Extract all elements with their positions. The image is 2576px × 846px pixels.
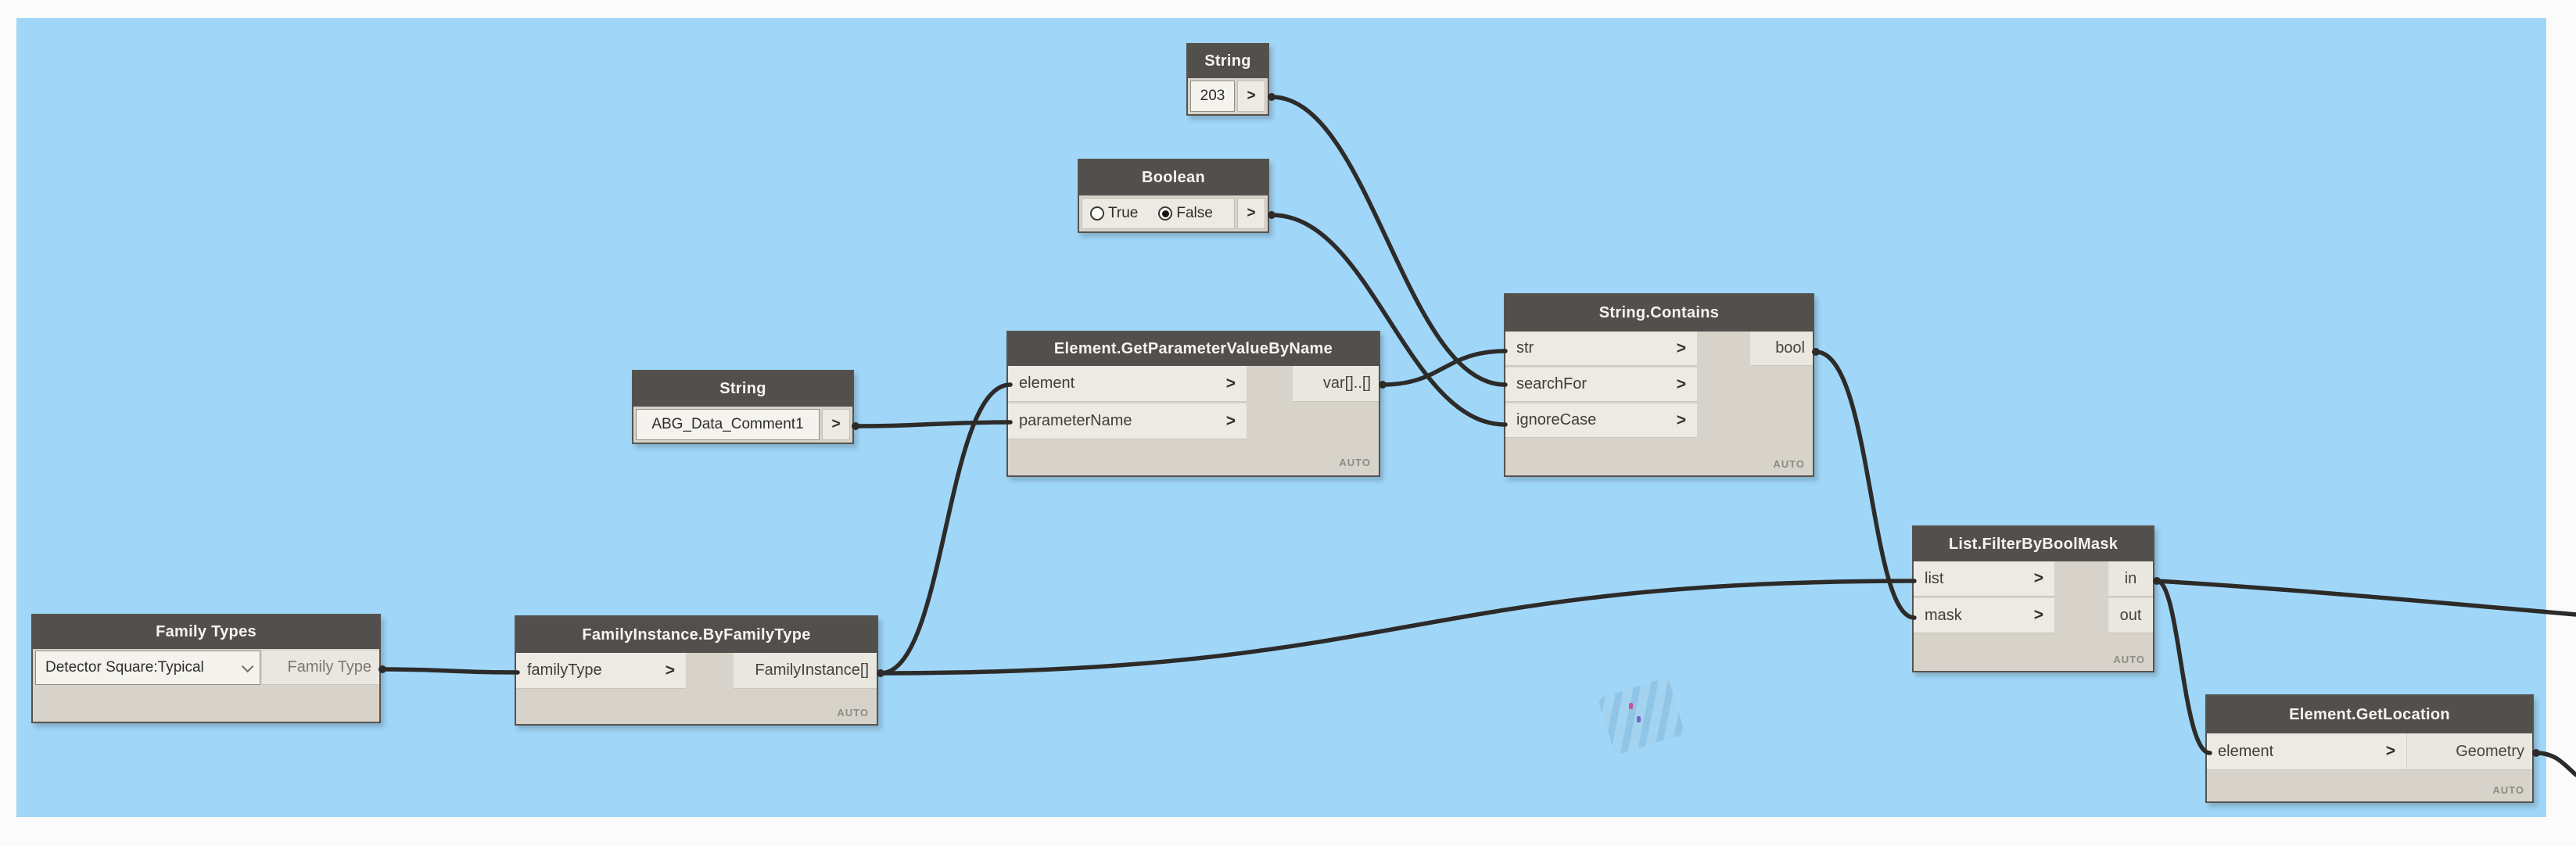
input-label: element xyxy=(2218,742,2274,760)
input-port-parameterName[interactable]: parameterName > xyxy=(1008,403,1247,439)
lacing-indicator: AUTO xyxy=(837,707,869,719)
radio-false[interactable]: False xyxy=(1158,205,1213,222)
output-port-geometry[interactable]: Geometry xyxy=(2407,733,2532,770)
output-label: FamilyInstance[] xyxy=(755,661,869,679)
output-label: var[]..[] xyxy=(1322,375,1371,392)
radio-true-circle-icon[interactable] xyxy=(1090,206,1104,220)
output-port-family-type[interactable]: Family Type xyxy=(262,651,379,685)
input-port-list[interactable]: list > xyxy=(1914,561,2054,597)
node-familyinstance-byfamilytype[interactable]: FamilyInstance.ByFamilyType familyType >… xyxy=(515,615,878,726)
output-label: Family Type xyxy=(287,658,371,676)
wire-familytypes-to-familytype[interactable] xyxy=(380,667,520,675)
lacing-indicator: AUTO xyxy=(2492,784,2524,796)
wire-string203-to-searchfor[interactable] xyxy=(1269,95,1508,387)
input-label: parameterName xyxy=(1019,412,1132,429)
port-chevron-icon[interactable]: > xyxy=(1225,374,1236,393)
wire-bool-to-mask[interactable] xyxy=(1814,350,1917,620)
output-label: out xyxy=(2119,606,2142,624)
node-family-types[interactable]: Family Types Detector Square:Typical Fam… xyxy=(31,614,381,723)
wire-in-to-getlocation-element[interactable] xyxy=(2154,579,2212,755)
lacing-indicator: AUTO xyxy=(2113,654,2145,665)
node-title[interactable]: List.FilterByBoolMask xyxy=(1914,527,2153,561)
input-label: str xyxy=(1516,339,1534,357)
radio-false-label: False xyxy=(1176,205,1213,221)
input-label: list xyxy=(1925,569,1944,587)
lacing-indicator: AUTO xyxy=(1339,457,1371,468)
node-string-comment[interactable]: String ABG_Data_Comment1 > xyxy=(632,370,854,444)
watermark-speck-violet xyxy=(1637,716,1641,722)
output-label: Geometry xyxy=(2456,742,2524,760)
output-label: bool xyxy=(1775,339,1805,357)
input-label: mask xyxy=(1925,606,1962,624)
dropdown-value: Detector Square:Typical xyxy=(45,659,204,676)
input-port-mask[interactable]: mask > xyxy=(1914,598,2054,633)
radio-true-label: True xyxy=(1108,205,1139,221)
input-port-str[interactable]: str > xyxy=(1505,332,1697,366)
input-port-element[interactable]: element > xyxy=(2207,733,2406,770)
output-port[interactable]: > xyxy=(1237,198,1265,229)
input-label: element xyxy=(1019,375,1075,392)
input-port-searchFor[interactable]: searchFor > xyxy=(1505,367,1697,402)
node-title[interactable]: Family Types xyxy=(33,615,379,649)
port-chevron-icon[interactable]: > xyxy=(2385,742,2395,760)
node-get-parameter-value-by-name[interactable]: Element.GetParameterValueByName element … xyxy=(1006,331,1380,477)
family-type-dropdown[interactable]: Detector Square:Typical xyxy=(35,651,260,685)
input-label: searchFor xyxy=(1516,375,1588,393)
node-title[interactable]: Element.GetLocation xyxy=(2207,696,2532,733)
output-port-var[interactable]: var[]..[] xyxy=(1293,366,1379,402)
input-port-familyType[interactable]: familyType > xyxy=(516,653,686,689)
string-value-input[interactable]: 203 xyxy=(1190,81,1235,112)
string-value-input[interactable]: ABG_Data_Comment1 xyxy=(636,409,820,440)
wire-var-to-str[interactable] xyxy=(1380,349,1508,387)
wire-geometry-to-right-edge[interactable] xyxy=(2534,751,2576,777)
output-port-in[interactable]: in xyxy=(2108,561,2153,597)
wire-stringcomment-to-parametername[interactable] xyxy=(853,420,1013,428)
port-chevron-icon[interactable]: > xyxy=(1676,410,1686,429)
input-port-element[interactable]: element > xyxy=(1008,366,1247,402)
node-element-getlocation[interactable]: Element.GetLocation element > Geometry A… xyxy=(2205,694,2534,803)
node-title[interactable]: String.Contains xyxy=(1505,295,1813,332)
node-boolean[interactable]: Boolean True False > xyxy=(1078,159,1269,233)
dropdown-caret-icon[interactable] xyxy=(241,660,254,672)
node-title[interactable]: Element.GetParameterValueByName xyxy=(1008,332,1379,366)
node-title[interactable]: String xyxy=(1188,45,1268,78)
port-chevron-icon[interactable]: > xyxy=(2033,569,2043,587)
wire-boolean-to-ignorecase[interactable] xyxy=(1269,213,1508,427)
port-chevron-icon[interactable]: > xyxy=(1676,375,1686,393)
node-title[interactable]: Boolean xyxy=(1079,160,1268,195)
port-chevron-icon[interactable]: > xyxy=(1676,339,1686,357)
wire-familyinstance-to-list[interactable] xyxy=(878,579,1917,676)
output-port-familyinstance[interactable]: FamilyInstance[] xyxy=(734,653,877,689)
radio-true[interactable]: True xyxy=(1090,205,1138,222)
node-list-filterbyboolmask[interactable]: List.FilterByBoolMask list > mask > in o… xyxy=(1912,525,2154,672)
wire-in-to-right-edge[interactable] xyxy=(2154,579,2576,617)
node-string-contains[interactable]: String.Contains str > searchFor > ignore… xyxy=(1504,293,1814,477)
output-port[interactable]: > xyxy=(1237,81,1265,112)
port-chevron-icon[interactable]: > xyxy=(665,661,675,679)
lacing-indicator: AUTO xyxy=(1773,458,1805,470)
port-chevron-icon[interactable]: > xyxy=(1225,411,1236,430)
node-title[interactable]: String xyxy=(633,371,852,407)
node-string-203[interactable]: String 203 > xyxy=(1186,43,1269,116)
output-port-out[interactable]: out xyxy=(2108,598,2153,633)
input-label: ignoreCase xyxy=(1516,411,1597,428)
port-chevron-icon[interactable]: > xyxy=(2033,606,2043,624)
input-label: familyType xyxy=(527,661,602,679)
wire-familyinstance-to-element[interactable] xyxy=(878,382,1013,676)
output-label: in xyxy=(2124,569,2137,587)
node-title[interactable]: FamilyInstance.ByFamilyType xyxy=(516,617,877,653)
output-port[interactable]: > xyxy=(822,409,850,440)
watermark-speck-pink xyxy=(1629,703,1633,709)
output-port-bool[interactable]: bool xyxy=(1750,332,1813,366)
radio-false-circle-icon[interactable] xyxy=(1158,206,1173,220)
input-port-ignoreCase[interactable]: ignoreCase > xyxy=(1505,403,1697,438)
